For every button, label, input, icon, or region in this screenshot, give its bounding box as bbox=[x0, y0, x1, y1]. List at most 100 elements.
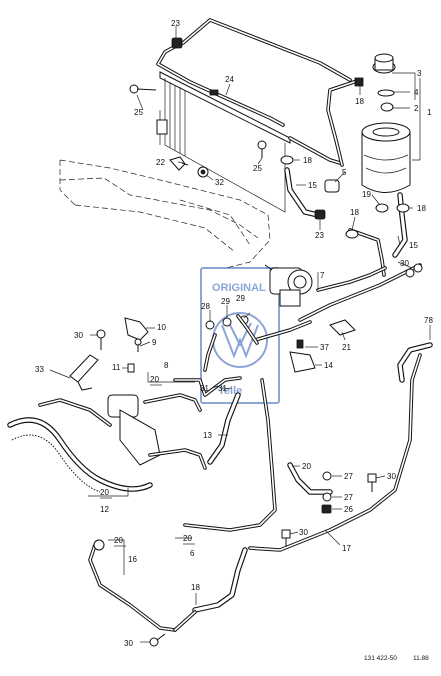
callout-18b: 18 bbox=[303, 156, 312, 165]
callout-21: 21 bbox=[342, 343, 351, 352]
fitting-23-lower bbox=[314, 209, 326, 220]
power-steering-pump bbox=[264, 264, 313, 307]
return-pipe-6 bbox=[183, 378, 277, 532]
callout-labels: 23 3 4 1 2 24 18 25 18 5 22 25 15 32 19 … bbox=[35, 19, 433, 648]
callout-29b: 29 bbox=[236, 294, 245, 303]
bolt-30-left bbox=[96, 329, 106, 350]
hose-15-left bbox=[284, 167, 321, 218]
clamp-18-pipe bbox=[345, 229, 359, 239]
callout-13: 13 bbox=[203, 431, 212, 440]
callout-23a: 23 bbox=[171, 19, 180, 28]
callout-9: 9 bbox=[152, 338, 157, 347]
grommet-5 bbox=[324, 179, 340, 193]
hose-20-27 bbox=[287, 462, 333, 514]
bolt-11 bbox=[127, 363, 135, 373]
fitting-23-top bbox=[171, 37, 183, 49]
diagram-code: 131 422-50 bbox=[364, 655, 397, 662]
callout-3: 3 bbox=[417, 69, 422, 78]
callout-17: 17 bbox=[342, 544, 351, 553]
callout-7: 7 bbox=[320, 271, 325, 280]
clamp-19 bbox=[375, 203, 389, 213]
bracket-22 bbox=[169, 156, 189, 171]
callout-10: 10 bbox=[157, 323, 166, 332]
callout-6: 6 bbox=[190, 549, 195, 558]
callout-18d: 18 bbox=[350, 208, 359, 217]
bolt-9 bbox=[134, 338, 142, 352]
steering-gear-boot bbox=[7, 417, 153, 493]
callout-4: 4 bbox=[414, 88, 419, 97]
power-steering-cooler bbox=[156, 71, 291, 213]
callout-32: 32 bbox=[215, 178, 224, 187]
callout-28: 28 bbox=[201, 302, 210, 311]
callout-19: 19 bbox=[362, 190, 371, 199]
callout-25a: 25 bbox=[134, 108, 143, 117]
bolt-30-bottom bbox=[149, 633, 166, 647]
reservoir-hose-18 bbox=[326, 77, 364, 167]
bolt-25-left bbox=[129, 84, 157, 94]
watermark-line1: ORIGINAL bbox=[212, 282, 266, 294]
clamp-10 bbox=[124, 317, 149, 341]
callout-18e: 18 bbox=[191, 583, 200, 592]
cooler-return-pipe bbox=[181, 18, 352, 165]
callout-14: 14 bbox=[324, 361, 333, 370]
feed-hose-lower bbox=[88, 539, 248, 632]
callout-5: 5 bbox=[342, 168, 347, 177]
callout-15b: 15 bbox=[409, 241, 418, 250]
callout-26: 26 bbox=[344, 505, 353, 514]
callout-23b: 23 bbox=[315, 231, 324, 240]
cooler-pipe-24 bbox=[156, 44, 285, 127]
steering-gear-housing bbox=[38, 393, 207, 470]
callout-underlines bbox=[100, 384, 195, 547]
crossmember-outline bbox=[59, 159, 271, 269]
callout-18a: 18 bbox=[355, 97, 364, 106]
callout-1: 1 bbox=[427, 108, 432, 117]
pipe-8 bbox=[173, 376, 242, 397]
fluid-reservoir bbox=[361, 53, 411, 193]
callout-20d: 20 bbox=[183, 534, 192, 543]
bolt-30-right bbox=[367, 473, 377, 492]
callout-20e: 20 bbox=[114, 536, 123, 545]
callout-31b: 31 bbox=[218, 384, 227, 393]
callout-78: 78 bbox=[424, 316, 433, 325]
callout-25b: 25 bbox=[253, 164, 262, 173]
callout-30d: 30 bbox=[299, 528, 308, 537]
bracket-14 bbox=[289, 351, 316, 373]
diagram-date: 11.88 bbox=[413, 655, 429, 662]
callout-33: 33 bbox=[35, 365, 44, 374]
callout-37: 37 bbox=[320, 343, 329, 352]
return-pipe-17 bbox=[248, 353, 422, 552]
callout-2: 2 bbox=[414, 104, 419, 113]
callout-20c: 20 bbox=[100, 488, 109, 497]
callout-20b: 20 bbox=[302, 462, 311, 471]
nut-32 bbox=[197, 166, 209, 178]
callout-20a: 20 bbox=[150, 375, 159, 384]
callout-24: 24 bbox=[225, 75, 234, 84]
clamp-18-reservoir bbox=[396, 203, 410, 213]
pump-pressure-pipe bbox=[253, 263, 423, 342]
callout-30a: 30 bbox=[400, 259, 409, 268]
callout-22: 22 bbox=[156, 158, 165, 167]
bolt-37 bbox=[296, 339, 304, 349]
callout-16: 16 bbox=[128, 555, 137, 564]
clamp-18-cooler bbox=[280, 155, 294, 165]
callout-27a: 27 bbox=[344, 472, 353, 481]
callout-31a: 31 bbox=[200, 384, 209, 393]
banjo-fittings-28-29 bbox=[203, 314, 259, 372]
callout-30c: 30 bbox=[387, 472, 396, 481]
callout-leaders bbox=[49, 26, 431, 643]
diagram-footer: 131 422-50 11.88 bbox=[364, 655, 429, 662]
bracket-33 bbox=[69, 354, 99, 391]
callout-29a: 29 bbox=[221, 297, 230, 306]
bolt-25-right bbox=[257, 140, 267, 158]
callout-27b: 27 bbox=[344, 493, 353, 502]
bolt-30-lower bbox=[281, 529, 291, 546]
bracket-21 bbox=[329, 319, 356, 336]
callout-11: 11 bbox=[112, 363, 121, 372]
callout-18c: 18 bbox=[417, 204, 426, 213]
callout-12: 12 bbox=[100, 505, 109, 514]
hose-78 bbox=[397, 342, 433, 383]
callout-15a: 15 bbox=[308, 181, 317, 190]
callout-8: 8 bbox=[164, 361, 169, 370]
callout-30e: 30 bbox=[124, 639, 133, 648]
